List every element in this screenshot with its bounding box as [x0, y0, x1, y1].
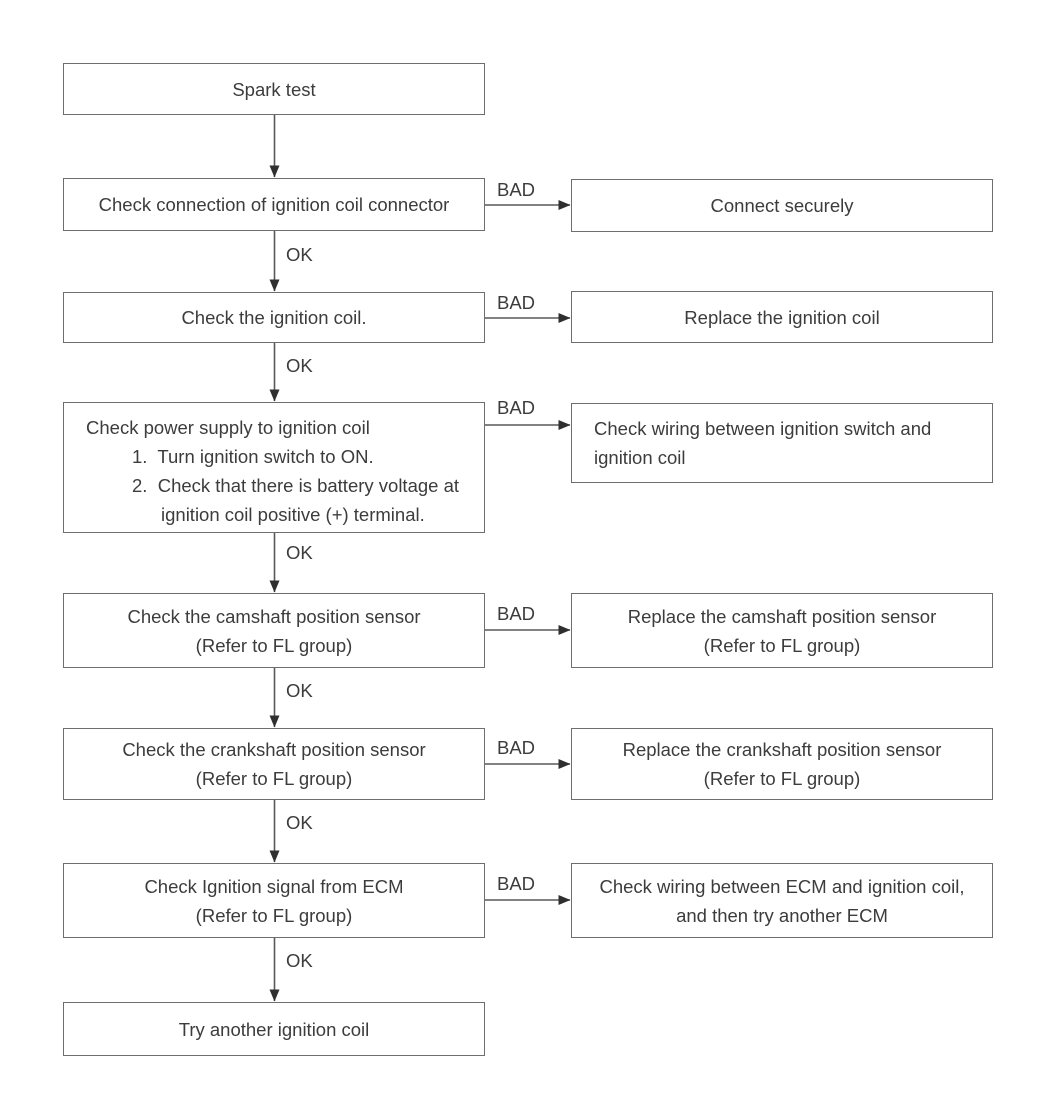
- node-check-power-supply-step1: 1. Turn ignition switch to ON.: [132, 446, 374, 467]
- node-replace-crankshaft-line1: Replace the crankshaft position sensor: [622, 739, 942, 760]
- edge-label-bad-1: BAD: [497, 179, 536, 200]
- node-replace-camshaft-line2: (Refer to FL group): [703, 634, 861, 656]
- node-check-power-supply-line1: Check power supply to ignition coil: [86, 417, 370, 438]
- node-check-crankshaft-sensor: Check the crankshaft position sensor (Re…: [63, 728, 485, 800]
- node-replace-ignition-coil-label: Replace the ignition coil: [684, 306, 880, 328]
- node-check-ignition-coil: Check the ignition coil.: [63, 292, 485, 343]
- node-check-power-supply-step2-cont: ignition coil positive (+) terminal.: [161, 504, 425, 525]
- edge-label-bad-5: BAD: [497, 737, 536, 758]
- node-check-power-supply-step2: 2. Check that there is battery voltage a…: [132, 475, 460, 496]
- node-check-connection: Check connection of ignition coil connec…: [63, 178, 485, 231]
- node-replace-ignition-coil: Replace the ignition coil: [571, 291, 993, 343]
- edge-label-ok-1: OK: [286, 244, 313, 265]
- node-try-another-coil-label: Try another ignition coil: [178, 1018, 370, 1040]
- node-spark-test: Spark test: [63, 63, 485, 115]
- node-check-wiring-ecm-line1: Check wiring between ECM and ignition co…: [599, 875, 965, 897]
- edge-label-bad-6: BAD: [497, 873, 536, 894]
- node-check-wiring-switch-label: Check wiring between ignition switch and…: [594, 418, 937, 468]
- node-check-camshaft-sensor: Check the camshaft position sensor (Refe…: [63, 593, 485, 668]
- edge-label-ok-6: OK: [286, 950, 313, 971]
- node-try-another-coil: Try another ignition coil: [63, 1002, 485, 1056]
- node-check-connection-label: Check connection of ignition coil connec…: [98, 194, 450, 215]
- node-check-wiring-ecm-line2: and then try another ECM: [676, 904, 888, 926]
- node-check-crankshaft-line1: Check the crankshaft position sensor: [122, 739, 426, 760]
- node-replace-camshaft-line1: Replace the camshaft position sensor: [627, 605, 937, 627]
- edge-label-ok-5: OK: [286, 812, 313, 833]
- node-check-power-supply: Check power supply to ignition coil 1. T…: [63, 402, 485, 533]
- node-replace-crankshaft-line2: (Refer to FL group): [703, 768, 861, 789]
- node-replace-crankshaft-sensor: Replace the crankshaft position sensor (…: [571, 728, 993, 800]
- node-check-ecm-signal: Check Ignition signal from ECM (Refer to…: [63, 863, 485, 938]
- edge-label-bad-4: BAD: [497, 603, 536, 624]
- node-check-ignition-coil-label: Check the ignition coil.: [181, 307, 367, 328]
- node-check-ecm-signal-line1: Check Ignition signal from ECM: [144, 875, 404, 897]
- node-connect-securely: Connect securely: [571, 179, 993, 232]
- edge-label-ok-4: OK: [286, 680, 313, 701]
- node-check-camshaft-line2: (Refer to FL group): [195, 634, 353, 656]
- edge-label-bad-2: BAD: [497, 292, 536, 313]
- node-spark-test-label: Spark test: [232, 78, 316, 100]
- node-check-crankshaft-line2: (Refer to FL group): [195, 768, 353, 789]
- edge-label-ok-2: OK: [286, 355, 313, 376]
- node-check-wiring-ecm: Check wiring between ECM and ignition co…: [571, 863, 993, 938]
- node-replace-camshaft-sensor: Replace the camshaft position sensor (Re…: [571, 593, 993, 668]
- edge-label-bad-3: BAD: [497, 397, 536, 418]
- node-connect-securely-label: Connect securely: [710, 195, 854, 216]
- node-check-wiring-switch: Check wiring between ignition switch and…: [571, 403, 993, 483]
- edge-label-ok-3: OK: [286, 542, 313, 563]
- node-check-camshaft-line1: Check the camshaft position sensor: [127, 605, 421, 627]
- node-check-ecm-signal-line2: (Refer to FL group): [195, 904, 353, 926]
